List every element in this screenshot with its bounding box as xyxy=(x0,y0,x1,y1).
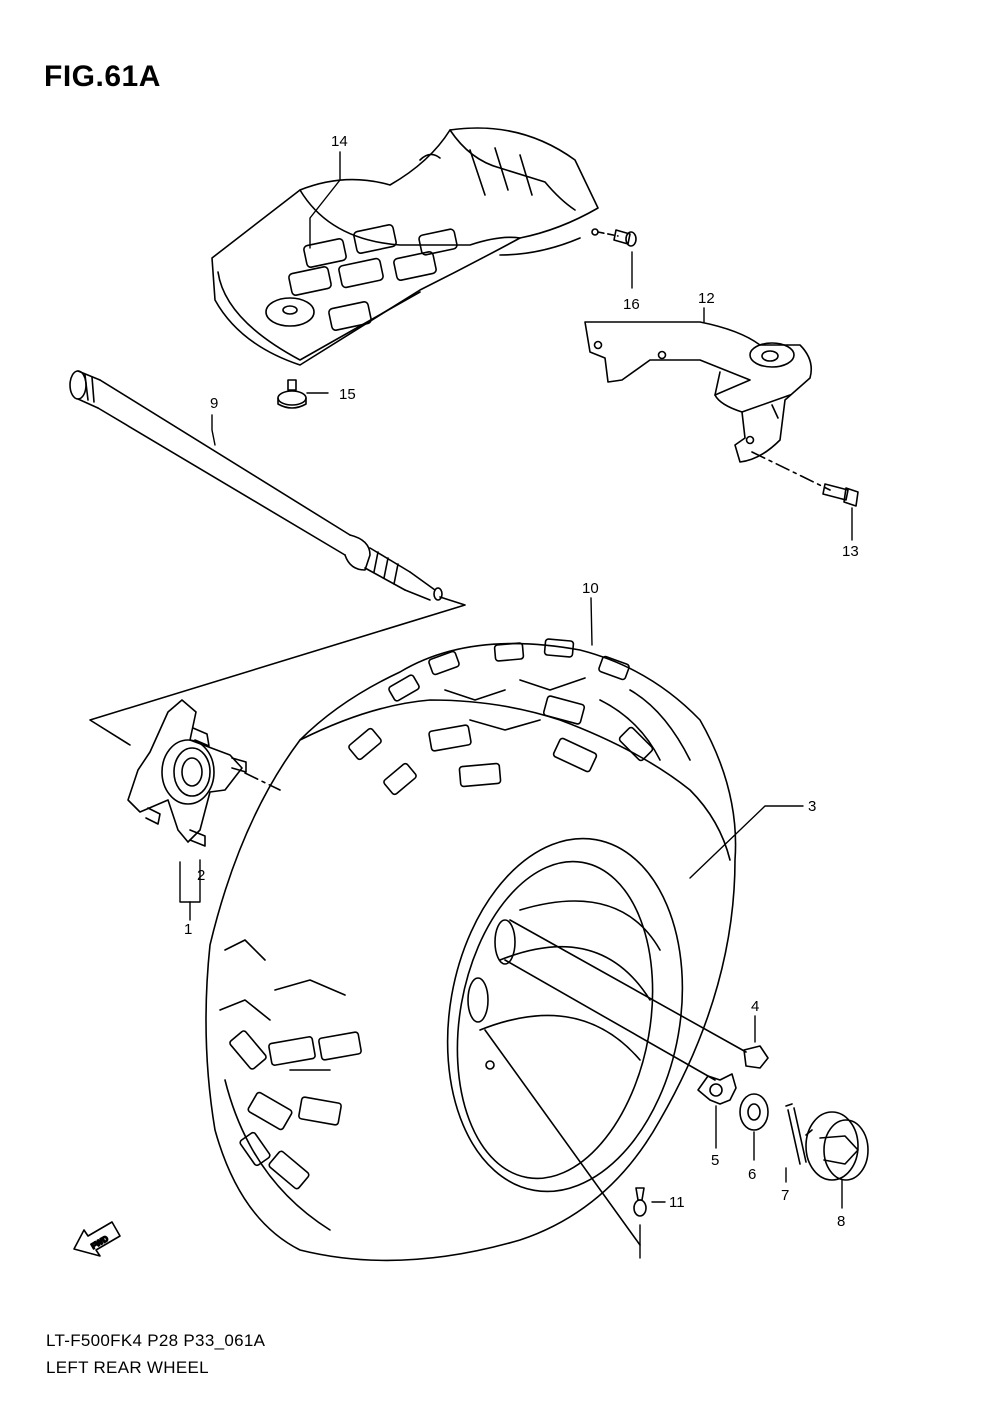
washer-5 xyxy=(697,1073,737,1105)
rear-tire xyxy=(205,638,737,1262)
callout-7: 7 xyxy=(781,1187,789,1204)
axle-hub-guide-line xyxy=(89,596,466,746)
callout-11: 11 xyxy=(669,1194,685,1211)
rim-guide-lines xyxy=(484,919,747,1246)
footer-name: LEFT REAR WHEEL xyxy=(46,1358,209,1377)
bolt-16 xyxy=(597,229,637,247)
skid-plate xyxy=(211,127,599,366)
footer-code: LT-F500FK4 P28 P33_061A xyxy=(46,1331,266,1350)
callout-14: 14 xyxy=(331,133,348,150)
bracket xyxy=(584,321,813,463)
callout-1: 1 xyxy=(184,921,192,938)
callout-2: 2 xyxy=(197,867,205,884)
callout-13: 13 xyxy=(842,543,859,560)
bolt-15 xyxy=(277,379,307,409)
hub-cap-8 xyxy=(805,1111,869,1181)
callout-15: 15 xyxy=(339,386,356,403)
callout-6: 6 xyxy=(748,1166,756,1183)
leader-lines xyxy=(179,151,853,1259)
valve-11 xyxy=(633,1187,647,1217)
figure-title: FIG.61A xyxy=(44,60,161,93)
wheel-hub xyxy=(127,699,247,847)
hub-guide-dash xyxy=(244,772,281,791)
castle-nut-6 xyxy=(739,1093,769,1131)
callout-10: 10 xyxy=(582,580,599,597)
callout-numbers: 1 2 3 4 5 6 7 8 9 10 11 12 13 14 15 16 xyxy=(184,133,859,1230)
callout-12: 12 xyxy=(698,290,715,307)
fwd-arrow-icon: FWD xyxy=(73,1221,121,1257)
callout-4: 4 xyxy=(751,998,759,1015)
callout-3: 3 xyxy=(808,798,816,815)
tire-tread xyxy=(219,638,691,1190)
callout-5: 5 xyxy=(711,1152,719,1169)
bolt-13 xyxy=(751,451,859,507)
rim-wheel xyxy=(446,837,684,1193)
nut-4 xyxy=(743,1045,769,1069)
axle-shaft xyxy=(69,370,443,601)
cotter-pin-7 xyxy=(785,1103,807,1165)
callout-9: 9 xyxy=(210,395,218,412)
callout-16: 16 xyxy=(623,296,640,313)
callout-8: 8 xyxy=(837,1213,845,1230)
wheel-studs xyxy=(145,727,247,847)
